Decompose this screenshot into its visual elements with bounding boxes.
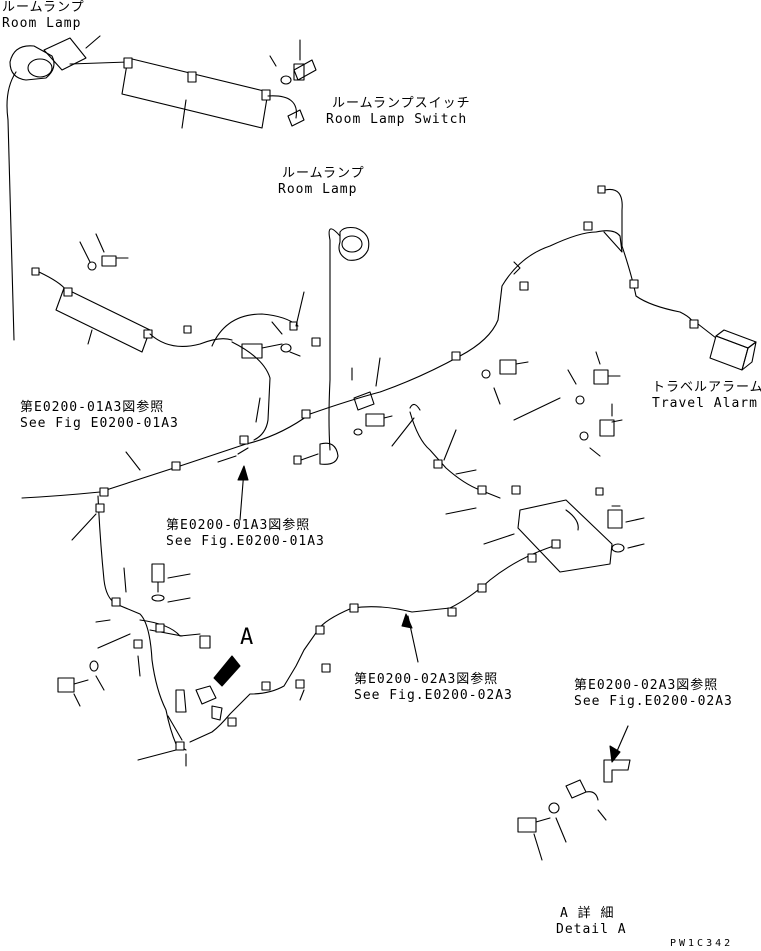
- room-lamp-top-label-en: Room Lamp: [2, 16, 82, 31]
- room-lamp-wire-tube: [121, 57, 269, 129]
- room-lamp-switch-label-ja: ルームランプスイッチ: [332, 96, 471, 111]
- see-fig-01-left-label-ja: 第E0200-01A3図参照: [20, 400, 165, 415]
- travel-alarm-label-en: Travel Alarm: [652, 396, 758, 411]
- room-lamp-top-label-ja: ルームランプ: [2, 0, 85, 15]
- room-lamp-switch-label-en: Room Lamp Switch: [326, 112, 468, 127]
- drawing-code: PW1C342: [670, 938, 734, 949]
- room-lamp-wire-drop: [6, 71, 17, 341]
- see-fig-02-center-label-en: See Fig.E0200-02A3: [354, 688, 513, 703]
- room-lamp-top-icon: [9, 45, 55, 81]
- room-lamp-middle-icon: [338, 226, 370, 261]
- room-lamp-switch-icon: [287, 109, 305, 127]
- see-fig-01-left-label-en: See Fig E0200-01A3: [20, 416, 179, 431]
- travel-alarm-icon: [709, 329, 757, 371]
- room-lamp-top-assembly: [6, 35, 317, 341]
- travel-alarm-label-ja: トラベルアラーム: [652, 380, 761, 395]
- detail-a-label-en: Detail A: [556, 922, 627, 937]
- see-fig-01-center-label-en: See Fig.E0200-01A3: [166, 534, 325, 549]
- see-fig-01-center-label-ja: 第E0200-01A3図参照: [166, 518, 311, 533]
- see-fig-02-right-label-ja: 第E0200-02A3図参照: [574, 678, 719, 693]
- main-harness: [21, 185, 757, 767]
- see-fig-02-center-label-ja: 第E0200-02A3図参照: [354, 672, 499, 687]
- harness-tube-left: [55, 287, 151, 353]
- detail-a-assembly: [517, 725, 631, 861]
- detail-a-label-ja: A 詳 細: [560, 906, 615, 921]
- main-trunk-wire: [21, 231, 597, 499]
- room-lamp-mid-label-en: Room Lamp: [278, 182, 358, 197]
- lower-trunk-wire: [189, 543, 561, 743]
- view-a-label: A: [240, 625, 254, 650]
- view-a-arrow: [213, 655, 241, 687]
- see-fig-02-right-label-en: See Fig.E0200-02A3: [574, 694, 733, 709]
- room-lamp-mid-label-ja: ルームランプ: [282, 166, 365, 181]
- bolt-top-icon: [280, 59, 317, 85]
